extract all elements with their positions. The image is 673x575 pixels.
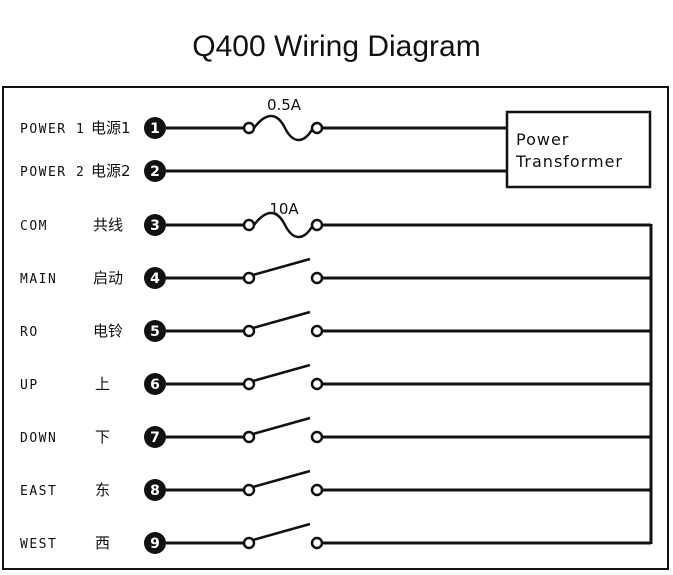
terminal-cn-label: 电铃 (93, 322, 123, 340)
fuse-terminal (242, 121, 256, 135)
terminal-9-badge (144, 532, 166, 554)
fuse-symbol (253, 114, 315, 142)
fuse-terminal (310, 218, 324, 232)
terminal-8-badge (144, 479, 166, 501)
terminal-3-badge (144, 214, 166, 236)
switch-terminal (310, 483, 324, 497)
terminal-number: 3 (150, 218, 160, 234)
terminal-number: 5 (150, 324, 160, 340)
diagram-title: Q400 Wiring Diagram (192, 30, 481, 63)
terminal-label: EAST (20, 484, 57, 499)
switch-terminal (242, 271, 256, 285)
terminal-cn-label: 西 (95, 534, 110, 552)
switch-terminal (310, 536, 324, 550)
terminal-cn-label: 下 (95, 428, 110, 446)
fuse-terminal (242, 218, 256, 232)
terminal-1-badge (144, 117, 166, 139)
switch-terminal (310, 377, 324, 391)
terminal-number: 2 (150, 164, 160, 180)
transformer-label-line2: Transformer (515, 152, 623, 171)
terminal-4-badge (144, 267, 166, 289)
switch-terminal (310, 324, 324, 338)
terminal-number: 6 (150, 377, 160, 393)
fuse-rating: 10A (269, 200, 299, 218)
switch-blade (252, 310, 311, 330)
switch-terminal (310, 430, 324, 444)
terminal-number: 7 (150, 430, 160, 446)
transformer-label-line1: Power (516, 130, 569, 149)
terminal-cn-label: 电源2 (91, 162, 131, 180)
terminal-7-badge (144, 426, 166, 448)
terminal-label: UP (20, 378, 39, 393)
terminal-cn-label: 电源1 (91, 119, 131, 137)
terminal-number: 9 (150, 536, 160, 552)
switch-terminal (242, 536, 256, 550)
fuse-symbol (253, 211, 315, 239)
switch-blade (252, 469, 311, 489)
diagram-frame (2, 86, 669, 570)
terminal-label: MAIN (20, 272, 57, 287)
terminal-5-badge (144, 320, 166, 342)
switch-blade (252, 522, 311, 542)
terminal-label: POWER 1 (20, 122, 85, 137)
terminal-number: 4 (150, 271, 160, 287)
switch-blade (252, 416, 311, 436)
terminal-6-badge (144, 373, 166, 395)
terminal-label: POWER 2 (20, 165, 85, 180)
power-transformer-box (505, 110, 652, 189)
terminal-label: WEST (20, 537, 57, 552)
terminal-cn-label: 东 (95, 481, 110, 499)
terminal-label: RO (20, 325, 39, 340)
terminal-label: COM (20, 219, 48, 234)
terminal-2-badge (144, 160, 166, 182)
terminal-cn-label: 共线 (93, 216, 123, 234)
switch-terminal (242, 324, 256, 338)
terminal-cn-label: 上 (95, 375, 110, 393)
terminal-number: 1 (150, 121, 160, 137)
fuse-terminal (310, 121, 324, 135)
fuse-rating: 0.5A (267, 96, 302, 114)
switch-terminal (242, 430, 256, 444)
switch-terminal (242, 483, 256, 497)
terminal-number: 8 (150, 483, 160, 499)
terminal-label: DOWN (20, 431, 57, 446)
switch-terminal (242, 377, 256, 391)
switch-blade (252, 257, 311, 277)
switch-terminal (310, 271, 324, 285)
switch-blade (252, 363, 311, 383)
terminal-cn-label: 启动 (93, 269, 123, 287)
